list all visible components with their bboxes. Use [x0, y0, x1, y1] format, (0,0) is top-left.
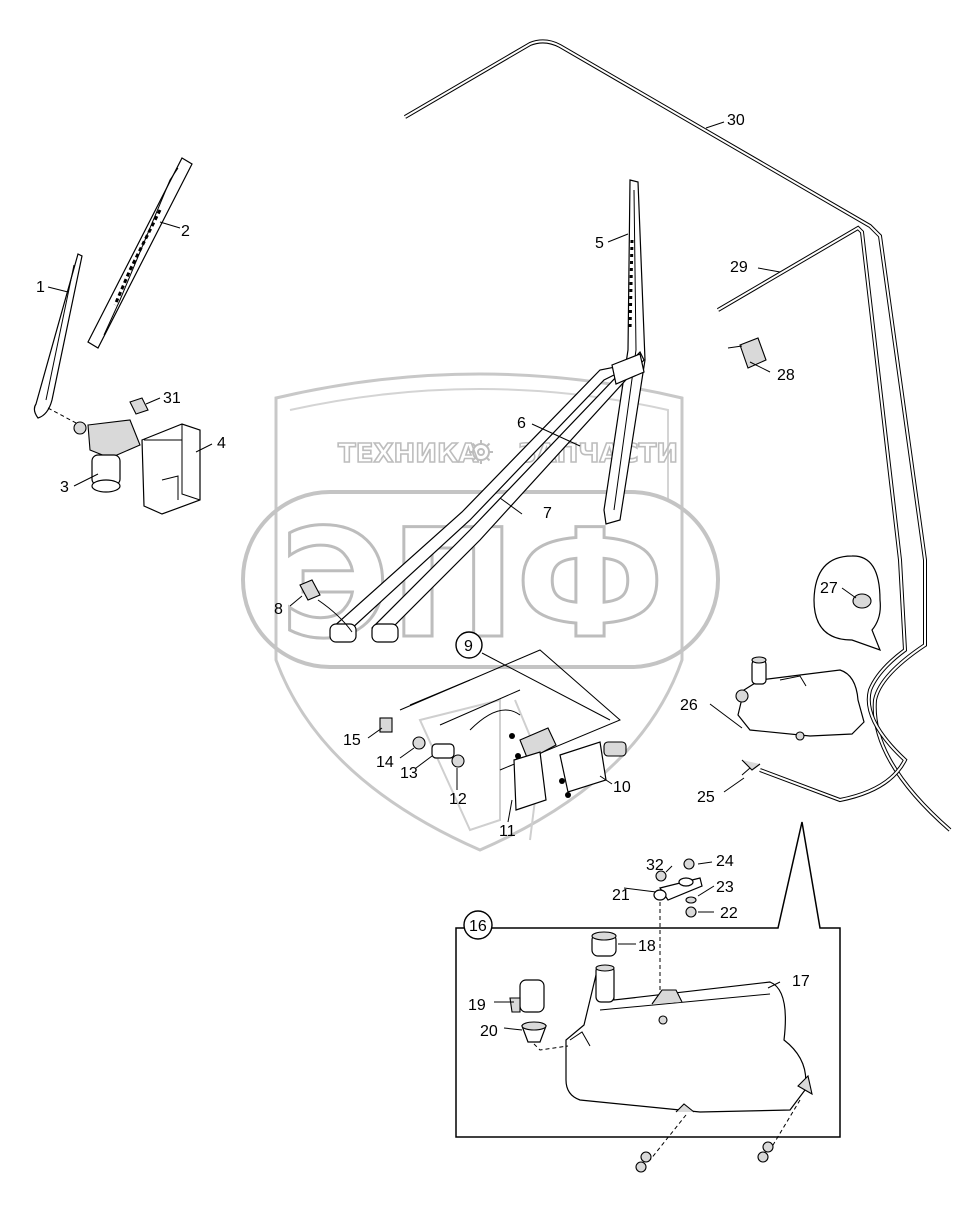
linkage-assembly	[379, 649, 627, 811]
wiper-arm-pair	[329, 350, 645, 643]
callout-13: 13	[400, 765, 418, 782]
callout-21: 21	[612, 887, 630, 904]
washer-jet-28	[727, 337, 767, 369]
callout-18: 18	[638, 938, 656, 955]
callout-10: 10	[613, 779, 631, 796]
callout-3: 3	[60, 479, 69, 496]
callout-6: 6	[517, 415, 526, 432]
callout-11: 11	[499, 823, 516, 840]
callout-23: 23	[716, 879, 734, 896]
callout-20: 20	[480, 1023, 498, 1040]
reservoir-cap	[591, 931, 617, 957]
callout-1: 1	[36, 279, 45, 296]
callout-4: 4	[217, 435, 226, 452]
callout-7: 7	[543, 505, 552, 522]
motor-cap	[129, 397, 149, 415]
callout-31: 31	[163, 390, 181, 407]
callout-labels: 1 2 3 4 5 6 7 8 9 10 11 12 13 14 15 16 1…	[36, 112, 838, 1040]
washer-pump	[509, 979, 569, 1051]
callout-8: 8	[274, 601, 283, 618]
watermark-text-tehnika: ТЕХНИКА	[338, 439, 478, 469]
washer-reservoir	[565, 964, 813, 1173]
detail-box-16	[455, 821, 841, 1138]
callout-29: 29	[730, 259, 748, 276]
callout-14: 14	[376, 754, 394, 771]
washer-hose-30	[403, 39, 952, 832]
gear-icon	[469, 440, 493, 464]
callout-19: 19	[468, 997, 486, 1014]
wiper-blade-left	[87, 157, 193, 349]
callout-2: 2	[181, 223, 190, 240]
callout-17: 17	[792, 973, 810, 990]
callout-9-circle	[455, 631, 483, 659]
hose-clamp-balloon	[813, 555, 882, 652]
callout-32: 32	[646, 857, 664, 874]
washer-hose-29	[716, 225, 908, 803]
wiper-arm-left	[33, 253, 83, 419]
callout-16: 16	[469, 918, 487, 935]
leader-lines	[47, 121, 857, 1031]
wiper-motor	[47, 407, 141, 493]
callout-27: 27	[820, 580, 838, 597]
callout-5: 5	[595, 235, 604, 252]
watermark-logo: ТЕХНИКА ЗАПЧАСТИ ЭПФ	[241, 372, 720, 852]
callout-12: 12	[449, 791, 467, 808]
callout-28: 28	[777, 367, 795, 384]
callout-22: 22	[720, 905, 738, 922]
callout-30: 30	[727, 112, 745, 129]
callout-25: 25	[697, 789, 715, 806]
tank-bracket	[653, 858, 703, 990]
washer-nozzle	[299, 579, 353, 633]
callout-9: 9	[464, 638, 473, 655]
callout-26: 26	[680, 697, 698, 714]
wiper-blade-right	[603, 179, 646, 525]
washer-reservoir-upper	[735, 656, 865, 776]
callout-16-circle	[463, 910, 493, 940]
motor-cover	[141, 423, 201, 515]
callout-24: 24	[716, 853, 734, 870]
callout-15: 15	[343, 732, 361, 749]
